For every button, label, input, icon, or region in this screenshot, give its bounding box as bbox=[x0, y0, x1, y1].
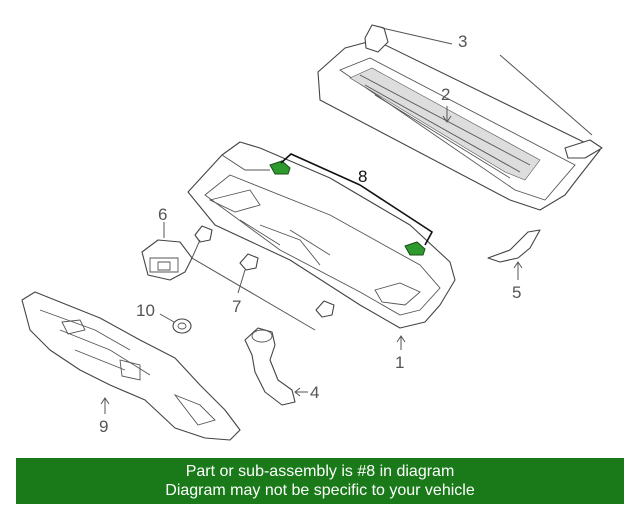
callout-1: 1 bbox=[395, 353, 404, 372]
callout-4: 4 bbox=[310, 383, 319, 402]
part-1-leader bbox=[396, 335, 406, 350]
parts-diagram: 3 2 1 8 6 bbox=[21, 24, 603, 441]
callout-6: 6 bbox=[158, 205, 167, 224]
part-4-drain-duct bbox=[244, 327, 296, 406]
part-5-bracket bbox=[487, 229, 541, 263]
info-banner: Part or sub-assembly is #8 in diagram Di… bbox=[16, 458, 624, 504]
banner-line-1: Part or sub-assembly is #8 in diagram bbox=[185, 463, 455, 480]
callout-10: 10 bbox=[136, 301, 155, 320]
part-1-cowl-panel bbox=[187, 141, 456, 329]
part-9-dash-panel bbox=[21, 291, 241, 441]
part-8-leader bbox=[280, 153, 434, 246]
callout-9: 9 bbox=[99, 417, 108, 436]
callout-2: 2 bbox=[441, 85, 450, 104]
callout-3: 3 bbox=[458, 32, 467, 51]
part-6-module bbox=[141, 239, 193, 281]
part-7-leader bbox=[191, 239, 316, 331]
part-10-leader bbox=[159, 313, 175, 323]
callout-7: 7 bbox=[232, 297, 241, 316]
part-8-clips bbox=[269, 160, 426, 256]
part-4-leader bbox=[294, 387, 308, 397]
part-9-leader bbox=[100, 397, 110, 414]
part-3-cowl-grille bbox=[317, 24, 603, 211]
part-5-leader bbox=[513, 261, 523, 280]
part-10-grommet bbox=[172, 318, 192, 334]
part-3-leader bbox=[381, 27, 593, 136]
part-2-leader bbox=[442, 106, 452, 123]
callout-8: 8 bbox=[358, 167, 367, 186]
banner-line-2: Diagram may not be specific to your vehi… bbox=[165, 482, 475, 499]
part-7-brackets bbox=[194, 225, 335, 318]
callout-5: 5 bbox=[512, 283, 521, 302]
